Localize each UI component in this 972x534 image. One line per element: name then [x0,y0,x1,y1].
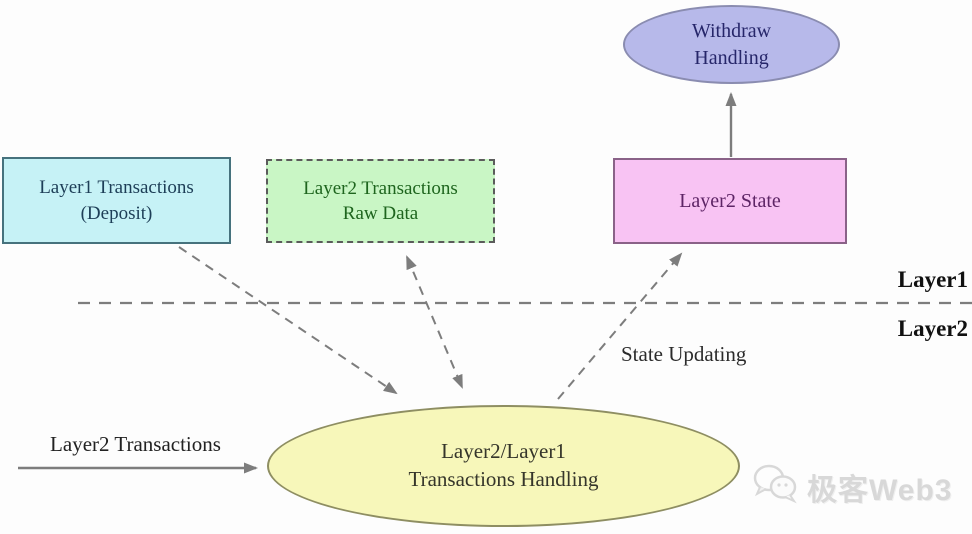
node-layer2-transactions-raw-data: Layer2 Transactions Raw Data [266,159,495,243]
edge-deposit-to-handling [178,246,398,395]
watermark: 极客Web3 [752,463,952,510]
node-label: Layer2 State [679,189,781,212]
node-layer2-layer1-transactions-handling: Layer2/Layer1 Transactions Handling [267,405,740,527]
node-layer2-state: Layer2 State [613,158,847,244]
node-label: Layer1 Transactions (Deposit) [39,177,194,224]
node-withdraw-handling: Withdraw Handling [623,5,840,84]
node-layer1-transactions-deposit: Layer1 Transactions (Deposit) [2,157,231,244]
chat-bubbles-icon [752,463,800,510]
edge-label-layer2-transactions: Layer2 Transactions [50,432,221,456]
watermark-text: 极客Web3 [807,473,953,507]
layer2-label: Layer2 [897,316,968,341]
node-label: Layer2/Layer1 Transactions Handling [408,439,599,491]
node-label: Withdraw Handling [691,20,772,69]
edge-handling-to-state [557,252,683,400]
edge-handling-rawdata-bidirectional [406,255,463,389]
layer1-label: Layer1 [897,267,968,292]
edge-label-state-updating: State Updating [621,342,747,366]
node-label: Layer2 Transactions Raw Data [303,177,458,224]
